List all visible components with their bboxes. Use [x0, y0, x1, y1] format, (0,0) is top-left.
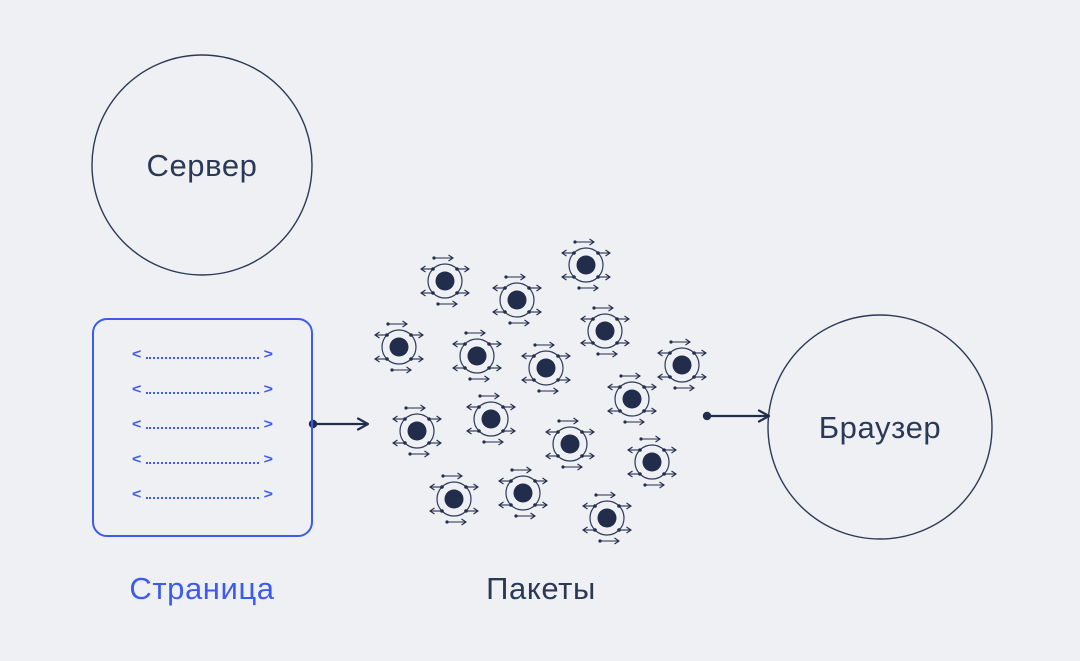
packet-icon — [429, 472, 479, 526]
packet-icon — [561, 238, 611, 292]
dotted-line — [146, 391, 259, 394]
html-tag-row: <> — [132, 487, 273, 502]
html-tag-row: <> — [132, 452, 273, 467]
server-circle — [91, 54, 313, 276]
right-angle-bracket-icon: > — [263, 382, 273, 397]
dotted-line — [146, 461, 259, 464]
left-angle-bracket-icon: < — [132, 417, 142, 432]
dotted-line — [146, 496, 259, 499]
packet-icon — [521, 341, 571, 395]
dotted-line — [146, 426, 259, 429]
packets-caption: Пакеты — [486, 571, 596, 606]
left-angle-bracket-icon: < — [132, 452, 142, 467]
right-angle-bracket-icon: > — [263, 487, 273, 502]
right-angle-bracket-icon: > — [263, 417, 273, 432]
html-tag-row: <> — [132, 417, 273, 432]
packet-icon — [374, 320, 424, 374]
packet-icon — [657, 338, 707, 392]
server-label: Сервер — [146, 148, 257, 183]
packet-icon — [452, 329, 502, 383]
packet-icon — [492, 273, 542, 327]
packet-icon — [582, 491, 632, 545]
packet-icon — [392, 404, 442, 458]
right-angle-bracket-icon: > — [263, 347, 273, 362]
left-angle-bracket-icon: < — [132, 382, 142, 397]
packet-icon — [607, 372, 657, 426]
left-angle-bracket-icon: < — [132, 487, 142, 502]
packet-icon — [545, 417, 595, 471]
html-tag-row: <> — [132, 382, 273, 397]
arrows-layer — [308, 409, 771, 431]
page-caption: Страница — [129, 571, 274, 606]
packets-to-browser-arrow — [702, 409, 771, 423]
packet-icon — [580, 304, 630, 358]
left-angle-bracket-icon: < — [132, 347, 142, 362]
page-box: <><><><><> — [92, 318, 313, 537]
packets-layer — [374, 238, 707, 545]
packet-icon — [420, 254, 470, 308]
html-tag-row: <> — [132, 347, 273, 362]
dotted-line — [146, 356, 259, 359]
page-to-packets-arrow — [308, 417, 370, 431]
right-angle-bracket-icon: > — [263, 452, 273, 467]
browser-label: Браузер — [819, 410, 942, 445]
packet-icon — [627, 435, 677, 489]
browser-circle — [767, 314, 993, 540]
packet-icon — [498, 466, 548, 520]
packet-icon — [466, 392, 516, 446]
